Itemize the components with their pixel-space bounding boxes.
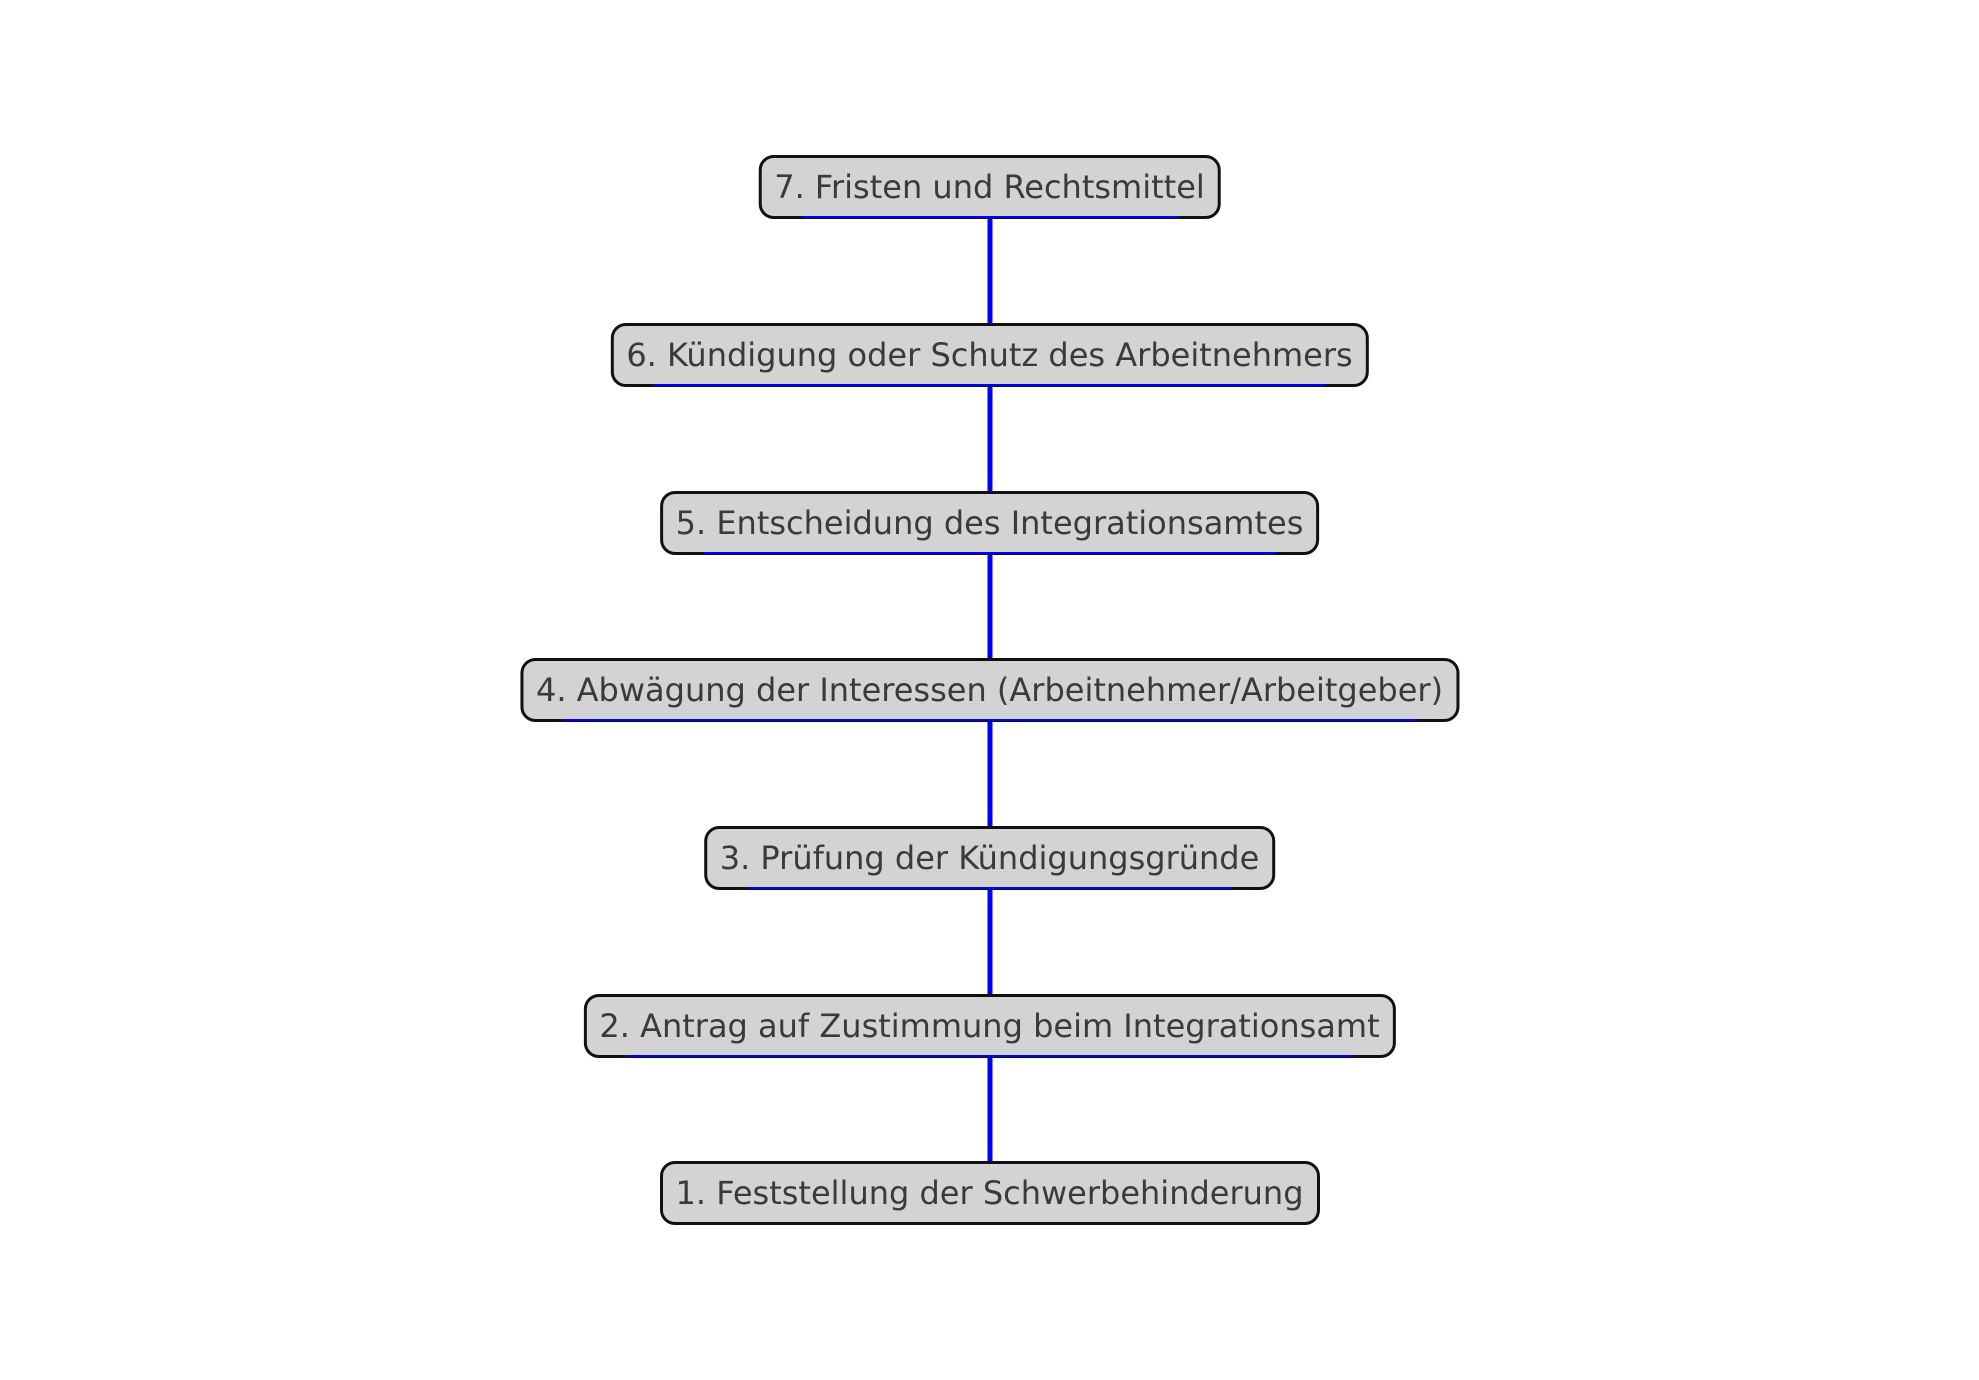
flow-node-step-6: 6. Kündigung oder Schutz des Arbeitnehme… xyxy=(610,323,1369,387)
flow-node-step-1: 1. Feststellung der Schwerbehinderung xyxy=(659,1161,1320,1225)
flow-node-label: 7. Fristen und Rechtsmittel xyxy=(774,168,1205,206)
edge-line-6-to-5 xyxy=(987,383,992,493)
flow-node-label: 3. Prüfung der Kündigungsgründe xyxy=(719,839,1260,877)
edge-horizontal-segment xyxy=(653,384,1326,386)
edge-line-5-to-4 xyxy=(987,551,992,660)
flow-node-step-7: 7. Fristen und Rechtsmittel xyxy=(758,155,1221,219)
flow-node-label: 2. Antrag auf Zustimmung beim Integratio… xyxy=(599,1007,1380,1045)
edge-horizontal-segment xyxy=(746,887,1233,889)
edge-horizontal-segment xyxy=(801,216,1178,218)
flow-node-step-5: 5. Entscheidung des Integrationsamtes xyxy=(659,491,1320,555)
edge-line-2-to-1 xyxy=(987,1054,992,1163)
edge-line-4-to-3 xyxy=(987,718,992,828)
flow-node-label: 4. Abwägung der Interessen (Arbeitnehmer… xyxy=(535,671,1444,709)
flow-node-step-4: 4. Abwägung der Interessen (Arbeitnehmer… xyxy=(519,658,1460,722)
flow-node-label: 1. Feststellung der Schwerbehinderung xyxy=(675,1174,1304,1212)
flow-node-label: 5. Entscheidung des Integrationsamtes xyxy=(675,504,1304,542)
edge-line-3-to-2 xyxy=(987,886,992,996)
edge-horizontal-segment xyxy=(626,1055,1353,1057)
edge-line-7-to-6 xyxy=(987,215,992,325)
edge-horizontal-segment xyxy=(702,552,1277,554)
flow-node-step-2: 2. Antrag auf Zustimmung beim Integratio… xyxy=(583,994,1396,1058)
flow-node-step-3: 3. Prüfung der Kündigungsgründe xyxy=(703,826,1276,890)
flow-node-label: 6. Kündigung oder Schutz des Arbeitnehme… xyxy=(626,336,1353,374)
edge-horizontal-segment xyxy=(562,719,1417,721)
